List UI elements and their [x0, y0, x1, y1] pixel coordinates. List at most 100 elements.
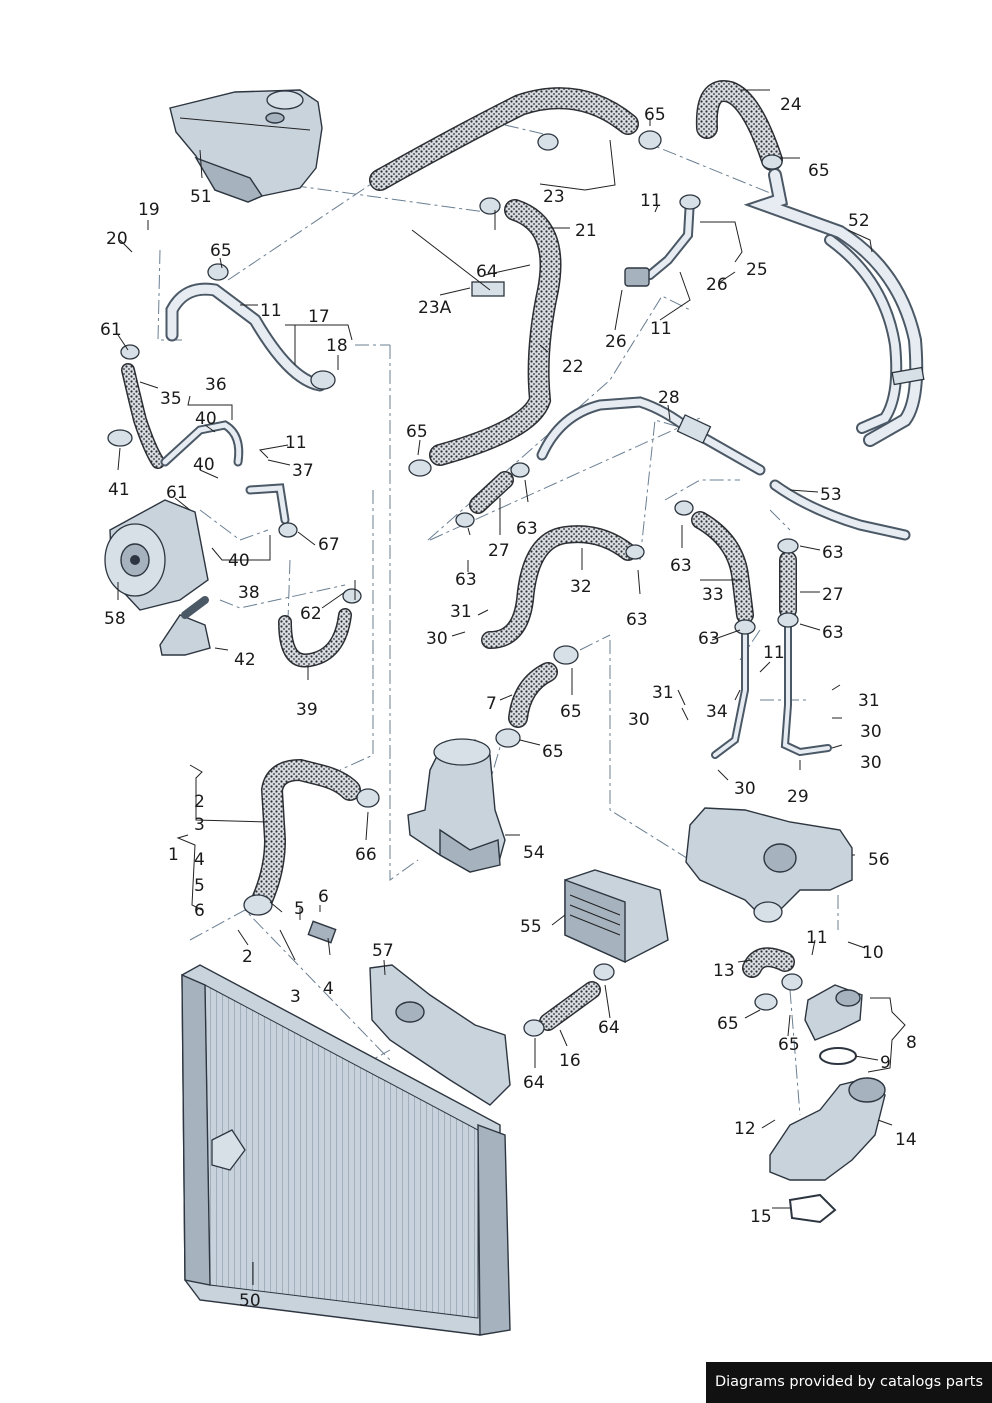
- callout-64: 64: [598, 1018, 620, 1038]
- hose-assembly-1: [243, 758, 361, 916]
- cover-57: [369, 964, 511, 1106]
- callout-63: 63: [822, 623, 844, 643]
- hose-7: [508, 662, 558, 728]
- leader-lines: [117, 89, 906, 1285]
- callout-50: 50: [239, 1291, 261, 1311]
- callout-55: 55: [520, 917, 542, 937]
- callout-63: 63: [670, 556, 692, 576]
- callout-54: 54: [523, 843, 545, 863]
- callout-17: 17: [308, 307, 330, 327]
- hose-27-left: [469, 471, 514, 514]
- callout-24: 24: [780, 95, 802, 115]
- callout-63: 63: [455, 570, 477, 590]
- callout-labels: 51 24 65 65 23 21 11 52 25 26 64 23A 26 …: [100, 95, 917, 1311]
- callout-65: 65: [210, 241, 232, 261]
- callout-16: 16: [559, 1051, 581, 1071]
- pipe-52: [743, 168, 925, 447]
- hose-24: [695, 80, 783, 171]
- callout-56: 56: [868, 850, 890, 870]
- pipe-36: [160, 420, 290, 525]
- callout-40: 40: [228, 551, 250, 571]
- callout-61: 61: [166, 483, 188, 503]
- callout-6: 6: [194, 901, 205, 921]
- callout-22: 22: [562, 357, 584, 377]
- callout-30: 30: [426, 629, 448, 649]
- callout-1: 1: [168, 845, 179, 865]
- alternator: [104, 499, 209, 611]
- coolant-flange-14: [769, 1077, 886, 1181]
- thermostat-housing-8: [804, 984, 863, 1041]
- callout-65: 65: [778, 1035, 800, 1055]
- catalog-credit-banner: Diagrams provided by catalogs parts: [706, 1362, 992, 1403]
- callout-27: 27: [488, 541, 510, 561]
- callout-19: 19: [138, 200, 160, 220]
- callout-66: 66: [355, 845, 377, 865]
- callout-15: 15: [750, 1207, 772, 1227]
- hose-13: [742, 947, 795, 978]
- callout-42: 42: [234, 650, 256, 670]
- callout-26: 26: [706, 275, 728, 295]
- callout-8: 8: [906, 1033, 917, 1053]
- callout-27: 27: [822, 585, 844, 605]
- callout-57: 57: [372, 941, 394, 961]
- pipe-28: [536, 396, 766, 476]
- bleed-pipe-25: [624, 194, 701, 287]
- callout-52: 52: [848, 211, 870, 231]
- pipe-53: [769, 479, 911, 541]
- callout-63: 63: [626, 610, 648, 630]
- expansion-tank: [169, 89, 323, 203]
- hose-21: [369, 87, 639, 191]
- callout-63: 63: [698, 629, 720, 649]
- callout-23A: 23A: [418, 298, 452, 318]
- callout-18: 18: [326, 336, 348, 356]
- callout-65: 65: [406, 422, 428, 442]
- callout-21: 21: [575, 221, 597, 241]
- callout-28: 28: [658, 388, 680, 408]
- flange-42: [159, 596, 211, 656]
- callout-26: 26: [605, 332, 627, 352]
- pipe-34: [711, 631, 749, 759]
- callout-67: 67: [318, 535, 340, 555]
- callout-34: 34: [706, 702, 728, 722]
- callout-14: 14: [895, 1130, 917, 1150]
- callout-9: 9: [880, 1053, 891, 1073]
- pipe-17: [165, 282, 336, 392]
- callout-63: 63: [822, 543, 844, 563]
- hose-32: [481, 525, 637, 649]
- water-pump-housing: [685, 807, 853, 923]
- callout-3: 3: [194, 815, 205, 835]
- callout-51: 51: [190, 187, 212, 207]
- callout-65: 65: [644, 105, 666, 125]
- callout-4: 4: [323, 979, 334, 999]
- callout-35: 35: [160, 389, 182, 409]
- callout-30: 30: [628, 710, 650, 730]
- callout-53: 53: [820, 485, 842, 505]
- callout-4: 4: [194, 850, 205, 870]
- hose-16: [539, 981, 601, 1031]
- callout-11: 11: [260, 301, 282, 321]
- callout-25: 25: [746, 260, 768, 280]
- callout-11: 11: [806, 928, 828, 948]
- callout-36: 36: [205, 375, 227, 395]
- callout-31: 31: [450, 602, 472, 622]
- oil-cooler: [564, 869, 669, 964]
- callout-40: 40: [195, 409, 217, 429]
- callout-65: 65: [542, 742, 564, 762]
- callout-30: 30: [734, 779, 756, 799]
- callout-58: 58: [104, 609, 126, 629]
- callout-2: 2: [194, 792, 205, 812]
- gasket-9: [819, 1047, 857, 1065]
- radiator: [181, 964, 511, 1336]
- callout-39: 39: [296, 700, 318, 720]
- callout-11: 11: [640, 191, 662, 211]
- callout-65: 65: [717, 1014, 739, 1034]
- pipe-29: [780, 621, 832, 757]
- callout-38: 38: [238, 583, 260, 603]
- callout-30: 30: [860, 753, 882, 773]
- callout-61: 61: [100, 320, 122, 340]
- callout-63: 63: [516, 519, 538, 539]
- callout-65: 65: [808, 161, 830, 181]
- callout-12: 12: [734, 1119, 756, 1139]
- callout-64: 64: [523, 1073, 545, 1093]
